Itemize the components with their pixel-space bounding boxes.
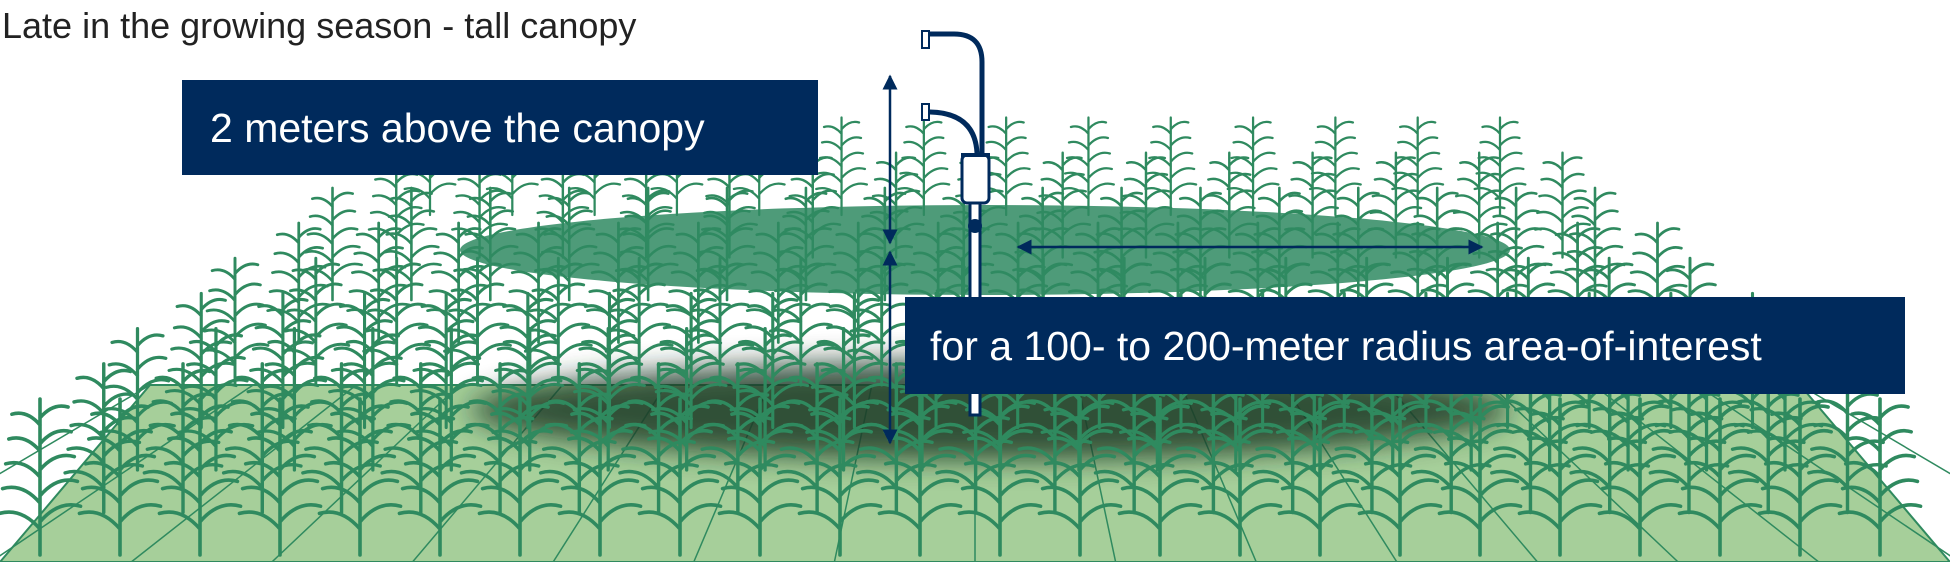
corn-plant (1677, 397, 1763, 557)
corn-plant (877, 397, 963, 557)
radius-label: for a 100- to 200-meter radius area-of-i… (930, 323, 1762, 369)
corn-plant (717, 397, 803, 557)
corn-plant-shape (1517, 397, 1603, 557)
corn-plant-shape (200, 256, 270, 387)
corn-plant (0, 397, 83, 557)
corn-plant-shape (346, 221, 412, 344)
corn-plant-shape (805, 326, 882, 472)
corn-plant (1277, 397, 1363, 557)
corn-plant-shape (726, 326, 804, 472)
corn-plant (77, 397, 163, 557)
corn-plant (815, 116, 869, 217)
lower-sensor-head (921, 103, 930, 121)
corn-plant-shape (797, 397, 883, 557)
corn-plant-shape (1450, 151, 1508, 259)
corn-plant-shape (362, 256, 432, 387)
corn-plant (346, 221, 412, 344)
corn-plant (397, 397, 483, 557)
corn-plant (1564, 186, 1626, 302)
radius-label-box (905, 297, 1905, 394)
corn-plant (957, 397, 1043, 557)
corn-plant (477, 397, 563, 557)
lower-sensor-arm (926, 109, 980, 154)
corn-plant (362, 256, 432, 387)
corn-plant (1117, 397, 1203, 557)
corn-plant-shape (443, 256, 512, 387)
corn-plant (1597, 397, 1683, 557)
corn-plant-shape (1534, 151, 1591, 259)
corn-plant-shape (1597, 397, 1683, 557)
upper-sensor-arm (926, 31, 985, 153)
corn-plant (157, 397, 243, 557)
corn-plant-shape (266, 221, 332, 344)
corn-plant (1757, 397, 1843, 557)
corn-plant-shape (957, 397, 1043, 557)
upper-sensor-head (921, 30, 930, 49)
corn-plant-shape (317, 397, 403, 557)
corn-plant-shape (557, 397, 643, 557)
corn-plant-shape (1473, 116, 1527, 217)
corn-plant (443, 256, 512, 387)
corn-plant-shape (897, 116, 951, 217)
corn-plant (266, 221, 332, 344)
corn-plant (1037, 397, 1123, 557)
corn-plant-shape (77, 397, 163, 557)
row-line (1799, 384, 1950, 475)
canopy-footprint-area (460, 205, 1510, 295)
corn-plant-shape (409, 291, 483, 430)
corn-plant (805, 326, 882, 472)
corn-plant-shape (815, 116, 869, 217)
corn-plant-shape (1391, 116, 1445, 217)
corn-plant (1837, 397, 1923, 557)
corn-plant-shape (1357, 397, 1443, 557)
corn-plant (1391, 116, 1445, 217)
corn-plant (1473, 116, 1527, 217)
corn-plant-shape (877, 397, 963, 557)
corn-plant-shape (0, 397, 83, 557)
corn-plant (200, 256, 270, 387)
corn-plant-shape (637, 397, 723, 557)
corn-plant-shape (1144, 116, 1198, 217)
corn-plant (1517, 397, 1603, 557)
corn-plant (726, 326, 804, 472)
corn-plant (281, 256, 351, 387)
corn-plant (1450, 151, 1508, 259)
diagram-title: Late in the growing season - tall canopy (2, 5, 636, 46)
corn-plant (1534, 151, 1591, 259)
tower-joint (968, 219, 982, 233)
corn-plant (557, 397, 643, 557)
corn-plant (1357, 397, 1443, 557)
corn-plant-shape (717, 397, 803, 557)
corn-plant (637, 397, 723, 557)
corn-plant (1061, 116, 1115, 217)
corn-plant-shape (1564, 186, 1626, 302)
corn-plant (409, 291, 483, 430)
corn-plant (317, 397, 403, 557)
corn-plant-shape (1437, 397, 1523, 557)
corn-plant (1144, 116, 1198, 217)
corn-plant-shape (1837, 397, 1923, 557)
sensor-box (960, 153, 991, 205)
corn-plant-shape (1677, 397, 1763, 557)
height-label-box (182, 80, 818, 175)
corn-plant-shape (1037, 397, 1123, 557)
corn-plant (797, 397, 883, 557)
corn-plant (1437, 397, 1523, 557)
corn-plant-shape (281, 256, 351, 387)
corn-plant-shape (1061, 116, 1115, 217)
corn-plant-shape (157, 397, 243, 557)
corn-plant-shape (237, 397, 323, 557)
corn-plant-shape (1277, 397, 1363, 557)
corn-plant-shape (397, 397, 483, 557)
corn-plant (897, 116, 951, 217)
corn-plant-shape (1757, 397, 1843, 557)
corn-plant (237, 397, 323, 557)
corn-plant-shape (477, 397, 563, 557)
corn-plant-shape (1117, 397, 1203, 557)
corn-plant-shape (1197, 397, 1283, 557)
height-label: 2 meters above the canopy (210, 105, 705, 151)
corn-plant (1197, 397, 1283, 557)
